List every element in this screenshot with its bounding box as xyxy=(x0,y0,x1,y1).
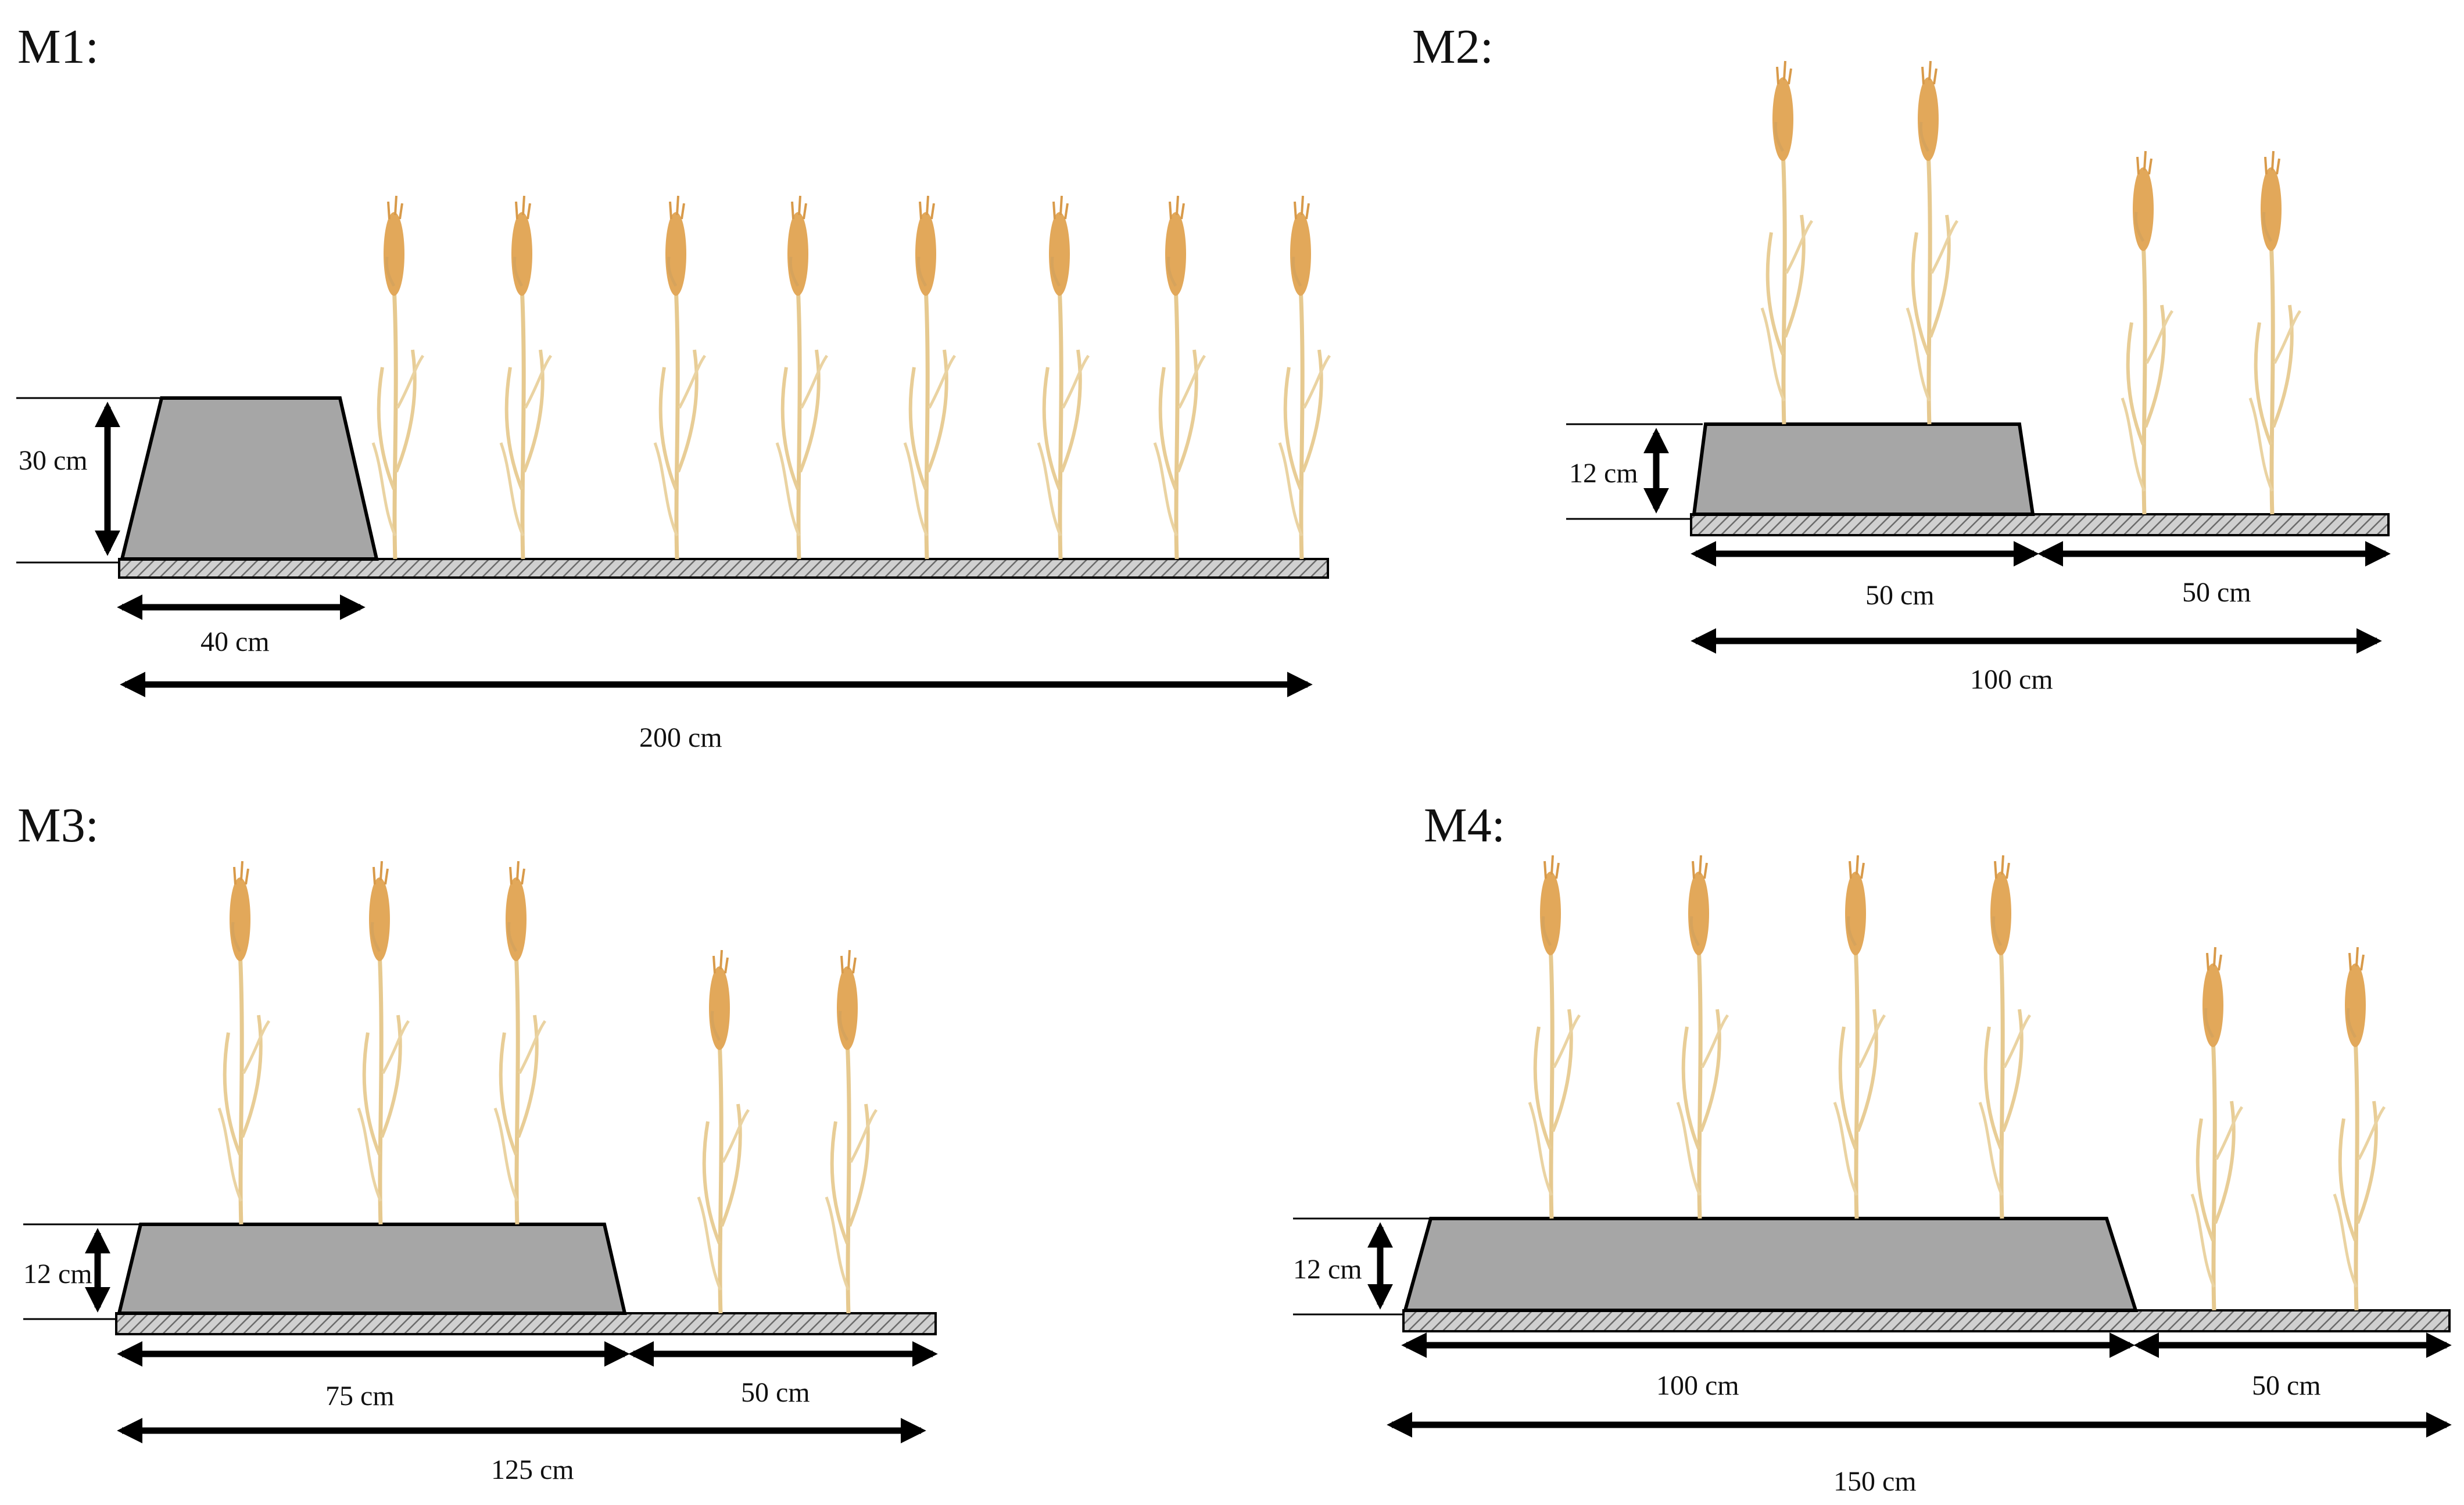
soil-base-strip xyxy=(1690,513,2390,536)
total-width-label: 100 cm xyxy=(1970,664,2053,695)
total-width-label: 125 cm xyxy=(491,1454,574,1485)
wheat-row xyxy=(373,196,1330,559)
panel-label-m3: M3: xyxy=(17,798,99,852)
soil-base-strip xyxy=(118,558,1329,579)
height-label: 12 cm xyxy=(1569,458,1638,489)
furrow-width-label: 50 cm xyxy=(2182,577,2251,608)
wheat-plant xyxy=(1038,196,1088,559)
wheat-plant xyxy=(699,950,748,1313)
raised-bed xyxy=(1403,1217,2139,1312)
wheat-plant xyxy=(373,196,423,559)
wheat-plant xyxy=(1980,855,2030,1219)
panel-label-m4: M4: xyxy=(1424,798,1505,852)
wheat-plant xyxy=(1530,855,1580,1219)
panel-label-m1: M1: xyxy=(17,20,99,74)
wheat-plant xyxy=(1835,855,1885,1219)
soil-base-strip xyxy=(115,1312,937,1335)
panel-m3: M3: 12 cm 75 cm 50 cm 125 cm xyxy=(17,798,938,1485)
wheat-plant xyxy=(2192,947,2242,1310)
wheat-plant xyxy=(777,196,827,559)
height-label: 12 cm xyxy=(1293,1254,1362,1285)
raised-bed xyxy=(117,1223,627,1315)
wheat-plant xyxy=(501,196,551,559)
wheat-plant xyxy=(219,861,269,1224)
panel-label-m2: M2: xyxy=(1412,20,1494,74)
wheat-plant xyxy=(826,950,876,1313)
bed-width-label: 50 cm xyxy=(1865,580,1935,611)
wheat-plant xyxy=(1280,196,1330,559)
bed-width-label: 40 cm xyxy=(200,626,270,657)
total-width-label: 150 cm xyxy=(1833,1466,1917,1497)
furrow-width-label: 50 cm xyxy=(741,1377,810,1408)
panel-m4: M4: 12 cm 100 cm 50 cm 150 cm xyxy=(1293,798,2452,1497)
wheat-plant xyxy=(1155,196,1205,559)
furrow-width-label: 50 cm xyxy=(2252,1370,2321,1401)
panel-m1: M1: 30 cm 40 cm 200 cm xyxy=(16,20,1330,753)
total-width-label: 200 cm xyxy=(639,722,722,753)
wheat-plant xyxy=(2250,151,2300,514)
raised-bed xyxy=(120,396,379,561)
raised-bed xyxy=(1692,422,2035,516)
wheat-plant xyxy=(905,196,955,559)
height-label: 30 cm xyxy=(19,445,88,476)
soil-base-strip xyxy=(1402,1309,2451,1332)
height-label: 12 cm xyxy=(23,1259,92,1289)
wheat-plant xyxy=(2122,151,2172,514)
panel-m2: M2: 12 cm 50 cm 50 cm 100 cm xyxy=(1412,20,2391,695)
wheat-plant xyxy=(1762,61,1812,424)
wheat-plant xyxy=(1678,855,1728,1219)
wheat-plant xyxy=(655,196,705,559)
bed-width-label: 100 cm xyxy=(1656,1370,1739,1401)
bed-width-label: 75 cm xyxy=(325,1381,395,1411)
wheat-plant xyxy=(1907,61,1957,424)
wheat-plant xyxy=(2334,947,2384,1310)
wheat-plant xyxy=(495,861,545,1224)
wheat-plant xyxy=(359,861,409,1224)
